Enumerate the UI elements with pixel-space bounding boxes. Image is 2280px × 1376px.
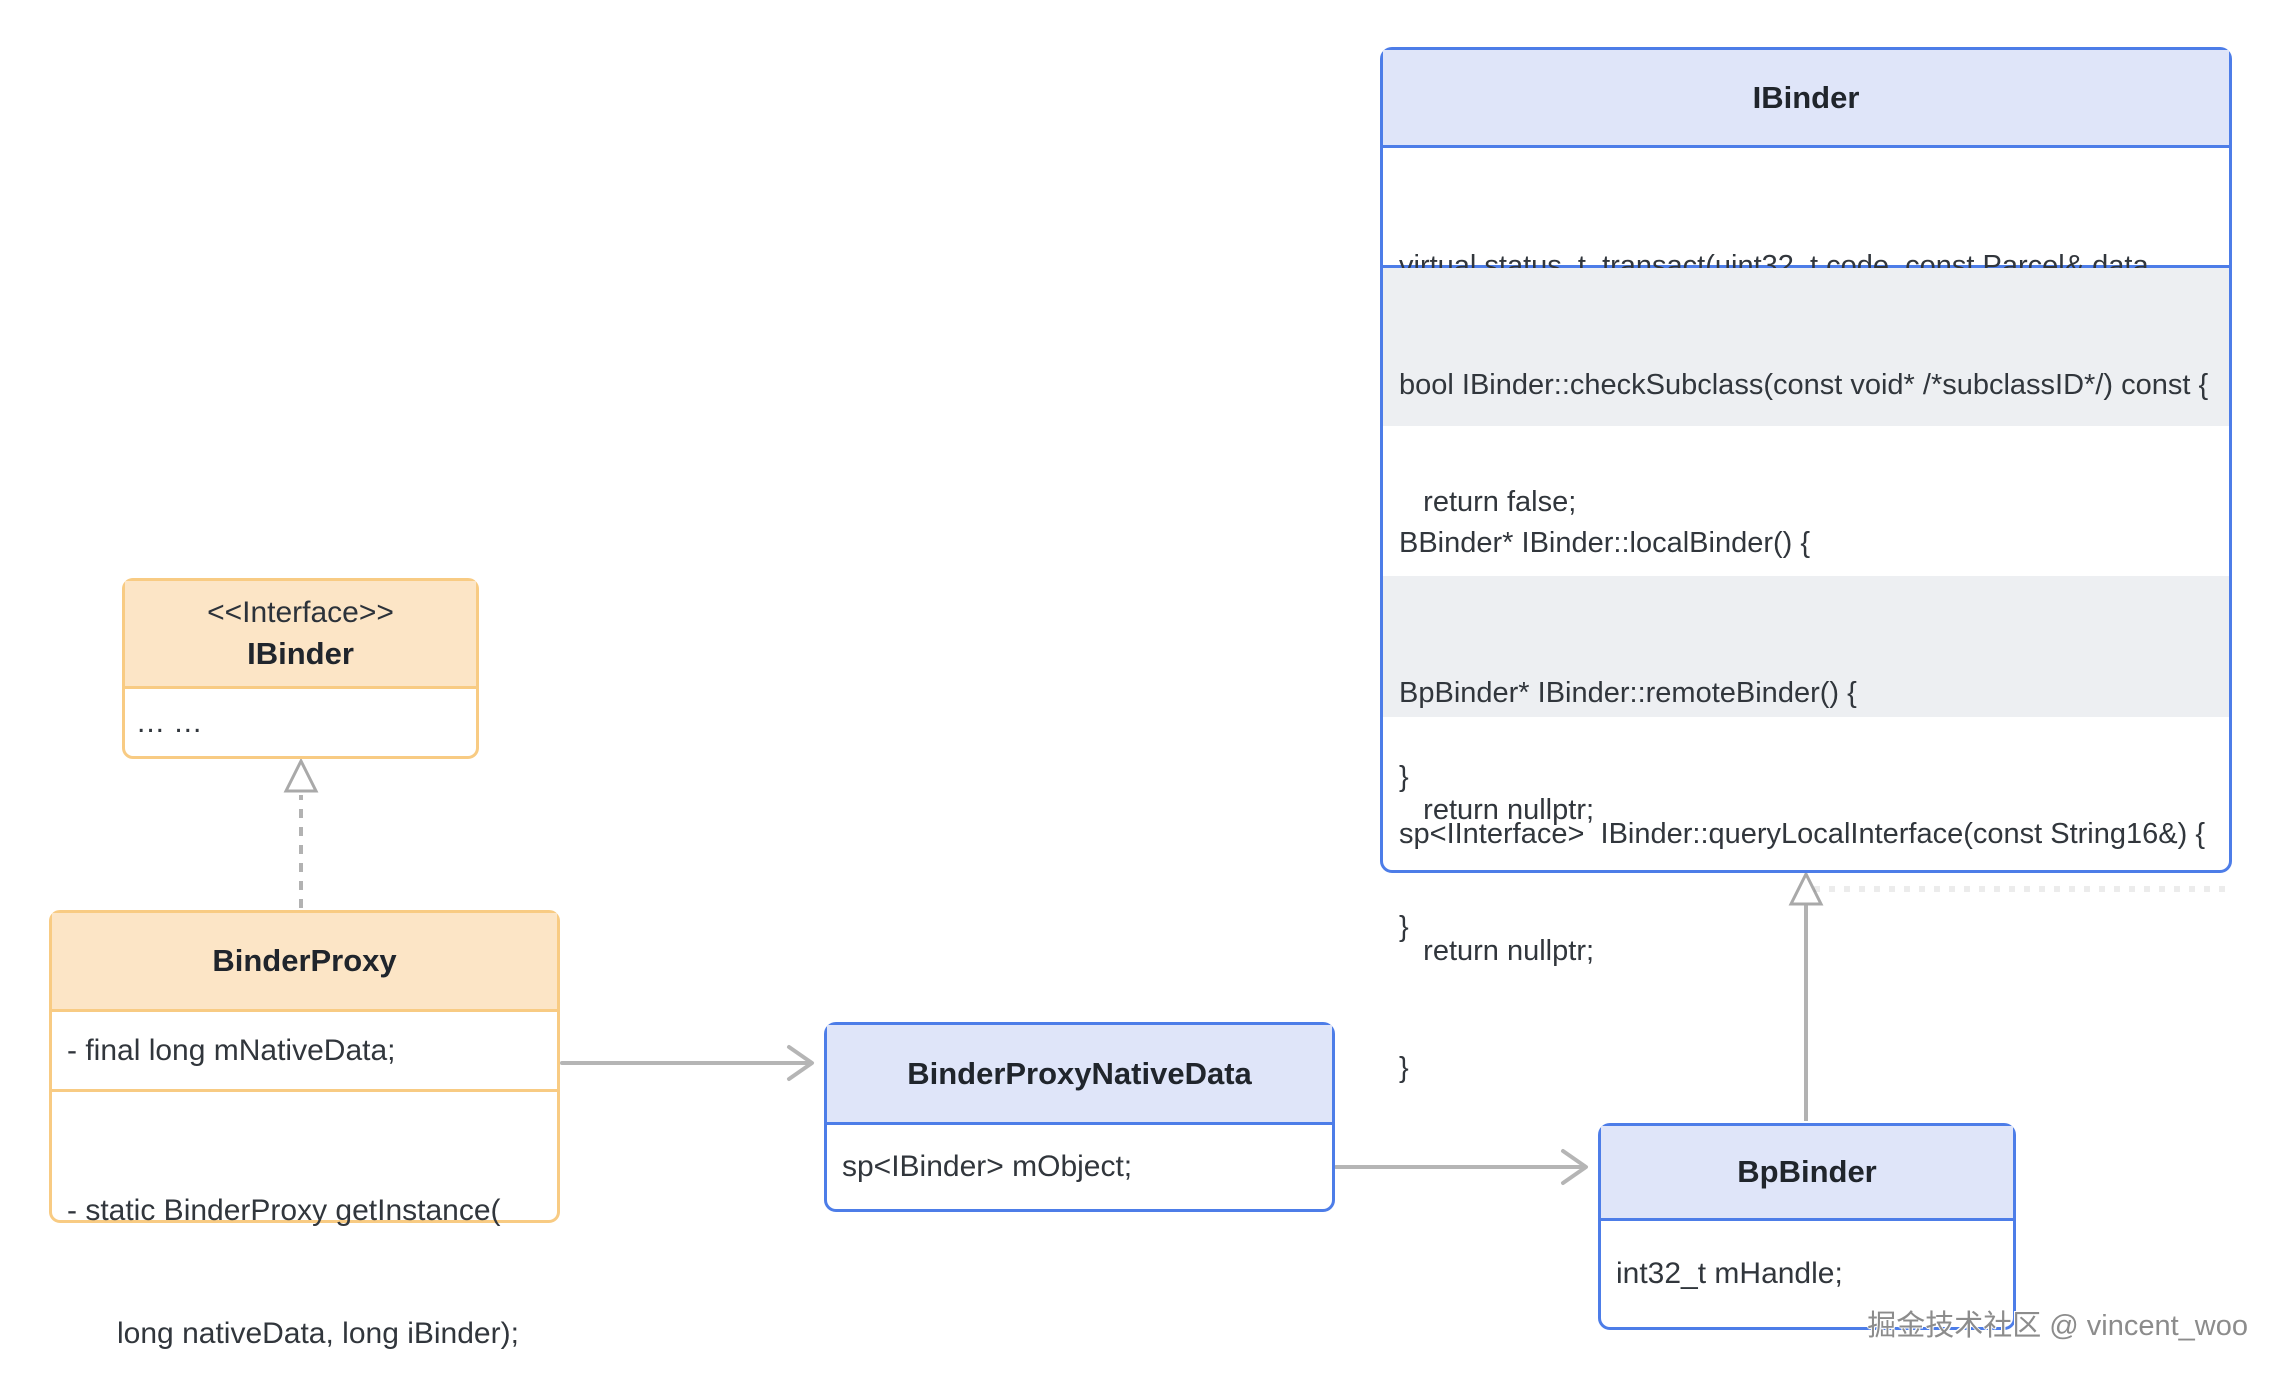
class-box-ibinder: IBinder virtual status_t transact(uint32… [1380,47,2232,1084]
code-line: } [1399,761,1409,793]
method-querylocalinterface: sp<IInterface> IBinder::queryLocalInterf… [1383,717,2229,1186]
class-title-ibinder-label: IBinder [1752,79,1860,115]
method-getinstance: - static BinderProxy getInstance( long n… [52,1092,557,1376]
class-box-binderproxynativedata: BinderProxyNativeData sp<IBinder> mObjec… [824,1022,1335,1212]
code-line: - static BinderProxy getInstance( [67,1194,501,1227]
interface-title-ibinder: <<Interface>> IBinder [125,581,476,689]
code-line: sp<IInterface> IBinder::queryLocalInterf… [1399,818,2206,850]
class-title-binderproxynativedata: BinderProxyNativeData [827,1025,1332,1125]
code-line: } [1399,1052,1409,1084]
method-transact: virtual status_t transact(uint32_t code,… [1383,148,2229,399]
class-title-binderproxy: BinderProxy [52,913,557,1012]
field-mobject: sp<IBinder> mObject; [842,1150,1133,1183]
class-box-bpbinder: BpBinder int32_t mHandle; [1598,1123,2016,1330]
field-mhandle: int32_t mHandle; [1616,1257,1843,1290]
interface-box-ibinder: <<Interface>> IBinder ... ... [122,578,479,759]
interface-title-label: IBinder [247,635,354,671]
realization-arrow-binderproxy-to-interface [283,757,319,908]
faint-watermark-dots [1814,886,2232,892]
association-arrow-binderproxy-to-nativedata [560,1045,814,1081]
code-line: BBinder* IBinder::localBinder() { [1399,527,1811,559]
class-title-bpbinder-label: BpBinder [1737,1154,1877,1189]
field-mnativedata: - final long mNativeData; [52,1012,557,1092]
class-title-bpbinder: BpBinder [1601,1126,2013,1221]
method-localbinder: BBinder* IBinder::localBinder() { return… [1383,426,2229,793]
code-line: BpBinder* IBinder::remoteBinder() { [1399,677,1857,709]
class-box-binderproxy: BinderProxy - final long mNativeData; - … [49,910,560,1350]
class-title-binderproxy-label: BinderProxy [212,943,397,978]
code-line: return nullptr; [1399,794,1595,826]
code-line: return false; [1399,486,1577,518]
method-remotebinder: BpBinder* IBinder::remoteBinder() { retu… [1383,576,2229,943]
interface-body-ellipsis: ... ... [137,705,203,739]
code-line: long nativeData, long iBinder); [67,1317,519,1350]
watermark-text: 掘金技术社区 @ vincent_woo [1867,1310,2248,1342]
code-line: bool IBinder::checkSubclass(const void* … [1399,369,2209,401]
code-line: return nullptr; [1399,935,1595,967]
interface-stereotype: <<Interface>> [207,595,394,629]
class-title-binderproxynativedata-label: BinderProxyNativeData [907,1055,1252,1091]
code-line: } [1399,911,1409,943]
class-title-ibinder: IBinder [1383,50,2229,148]
method-checksubclass: bool IBinder::checkSubclass(const void* … [1383,268,2229,635]
